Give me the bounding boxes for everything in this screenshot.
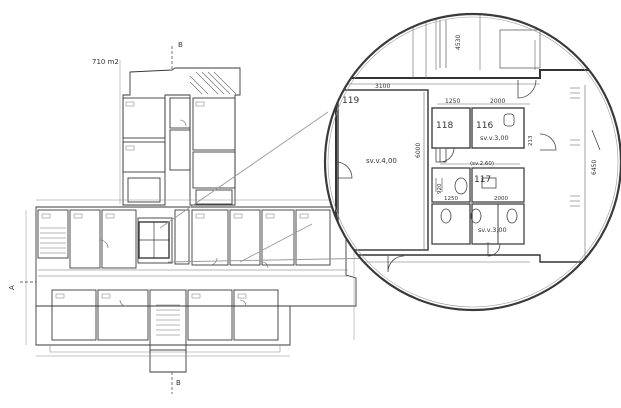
room-tag-box (233, 213, 243, 219)
south-stair (156, 304, 180, 336)
room-tag-box (125, 145, 135, 151)
room-label-bottom: sv.v.3,00 (478, 226, 507, 234)
section-mark-left: A (8, 285, 16, 290)
overall-room-tags (41, 101, 309, 299)
area-label: 710 m2 (92, 58, 119, 66)
west-stair (40, 227, 66, 254)
dim-top-small-b: 2000 (490, 98, 505, 105)
dim-mid-a: 1250 (444, 196, 458, 202)
dim-vertical-top: 4530 (455, 35, 462, 50)
dim-side-small: 920 (437, 183, 443, 194)
room-tag-box (125, 101, 135, 107)
room-tag-box (195, 213, 205, 219)
overall-floor-plan (20, 46, 357, 394)
callout-lines (159, 111, 381, 263)
magnifier-frame (323, 12, 621, 312)
room-tag-box (41, 213, 51, 219)
magnified-detail: 119 sv.v.4,00 118 116 sv.v.3,00 117 sv.v… (323, 12, 621, 312)
dim-right-small: 213 (528, 135, 534, 146)
dim-right: 6450 (591, 160, 598, 175)
room-number-119: 119 (342, 96, 359, 106)
room-tag-box (73, 213, 83, 219)
room-tag-box (191, 293, 201, 299)
section-mark-bottom: B (176, 379, 181, 387)
dim-vertical-left: 6000 (415, 143, 422, 158)
dim-top-small-a: 1250 (445, 98, 460, 105)
room-number-117: 117 (474, 175, 491, 185)
detail-room-labels: 119 sv.v.4,00 118 116 sv.v.3,00 117 sv.v… (342, 96, 509, 234)
room-label-119: sv.v.4,00 (366, 157, 397, 165)
stair-hatch (189, 71, 237, 95)
room-tag-box (195, 101, 205, 107)
room-tag-box (55, 293, 65, 299)
section-mark-top: B (178, 41, 183, 49)
room-number-116: 116 (476, 121, 493, 131)
room-tag-box (299, 213, 309, 219)
room-tag-box (101, 293, 111, 299)
door-swings (99, 119, 269, 307)
room-tag-box (105, 213, 115, 219)
small-note: (sv.2,60) (470, 161, 494, 167)
room-tag-box (237, 293, 247, 299)
detail-dimensions: 3100 1250 2000 6000 4530 6450 920 1250 2… (375, 35, 598, 202)
room-number-118: 118 (436, 121, 453, 131)
dim-mid-b: 2000 (494, 196, 508, 202)
room-label-116: sv.v.3,00 (480, 134, 509, 142)
dim-top-main: 3100 (375, 83, 390, 90)
room-tag-box (265, 213, 275, 219)
